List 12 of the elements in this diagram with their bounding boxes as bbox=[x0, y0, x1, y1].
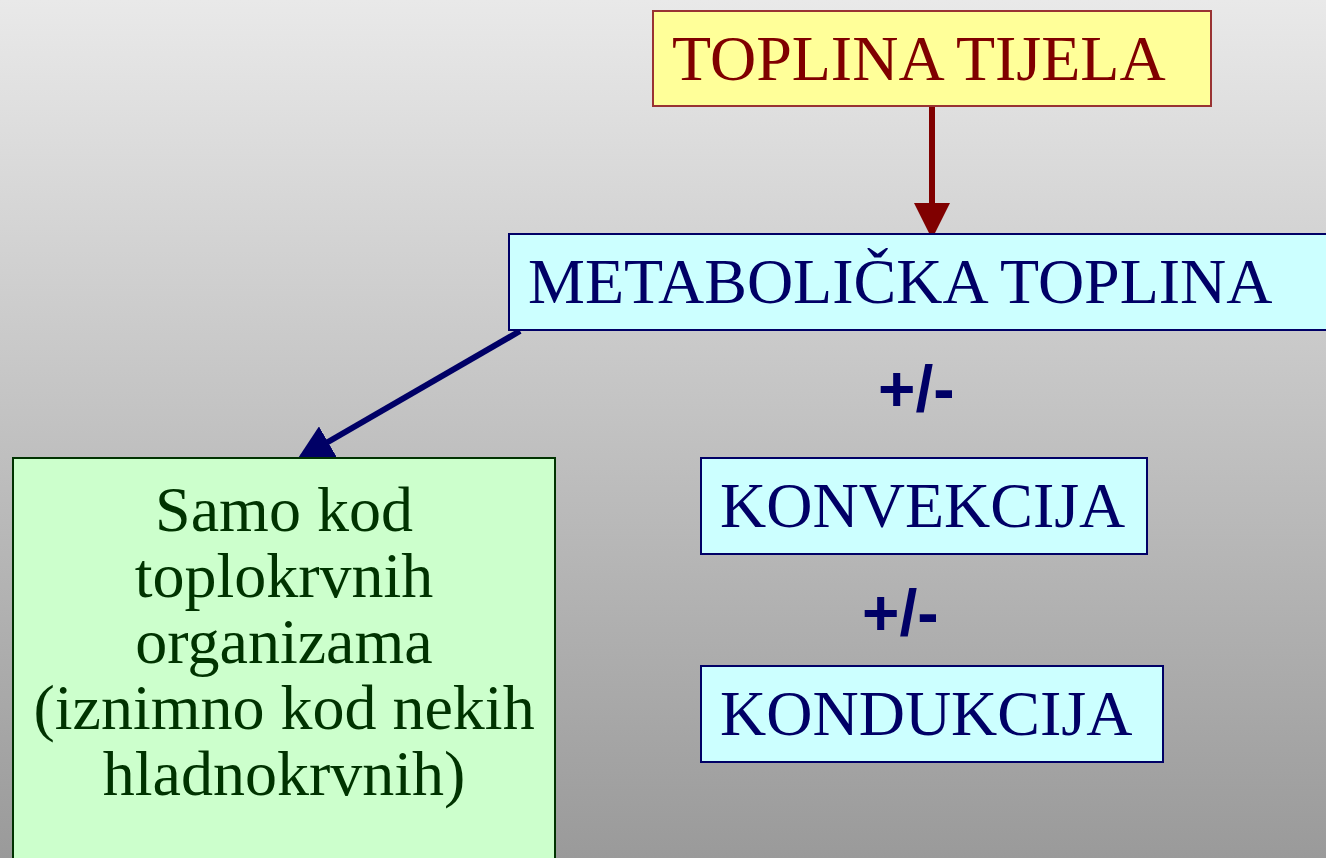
box-text: KONVEKCIJA bbox=[720, 471, 1126, 541]
box-text: TOPLINA TIJELA bbox=[672, 23, 1166, 94]
concept-box bbox=[508, 233, 1326, 331]
note-box bbox=[12, 457, 556, 858]
box-text: Samo kod toplokrvnih organizama (iznimno kod nekih hladnokrvnih) bbox=[32, 477, 536, 807]
box-text: METABOLIČKA TOPLINA bbox=[528, 247, 1273, 317]
box-text: KONDUKCIJA bbox=[720, 679, 1133, 749]
plus-minus-sign: +/- bbox=[862, 580, 939, 646]
concept-box bbox=[700, 457, 1148, 555]
concept-box bbox=[700, 665, 1164, 763]
plus-minus-sign: +/- bbox=[878, 356, 955, 422]
concept-box bbox=[652, 10, 1212, 107]
